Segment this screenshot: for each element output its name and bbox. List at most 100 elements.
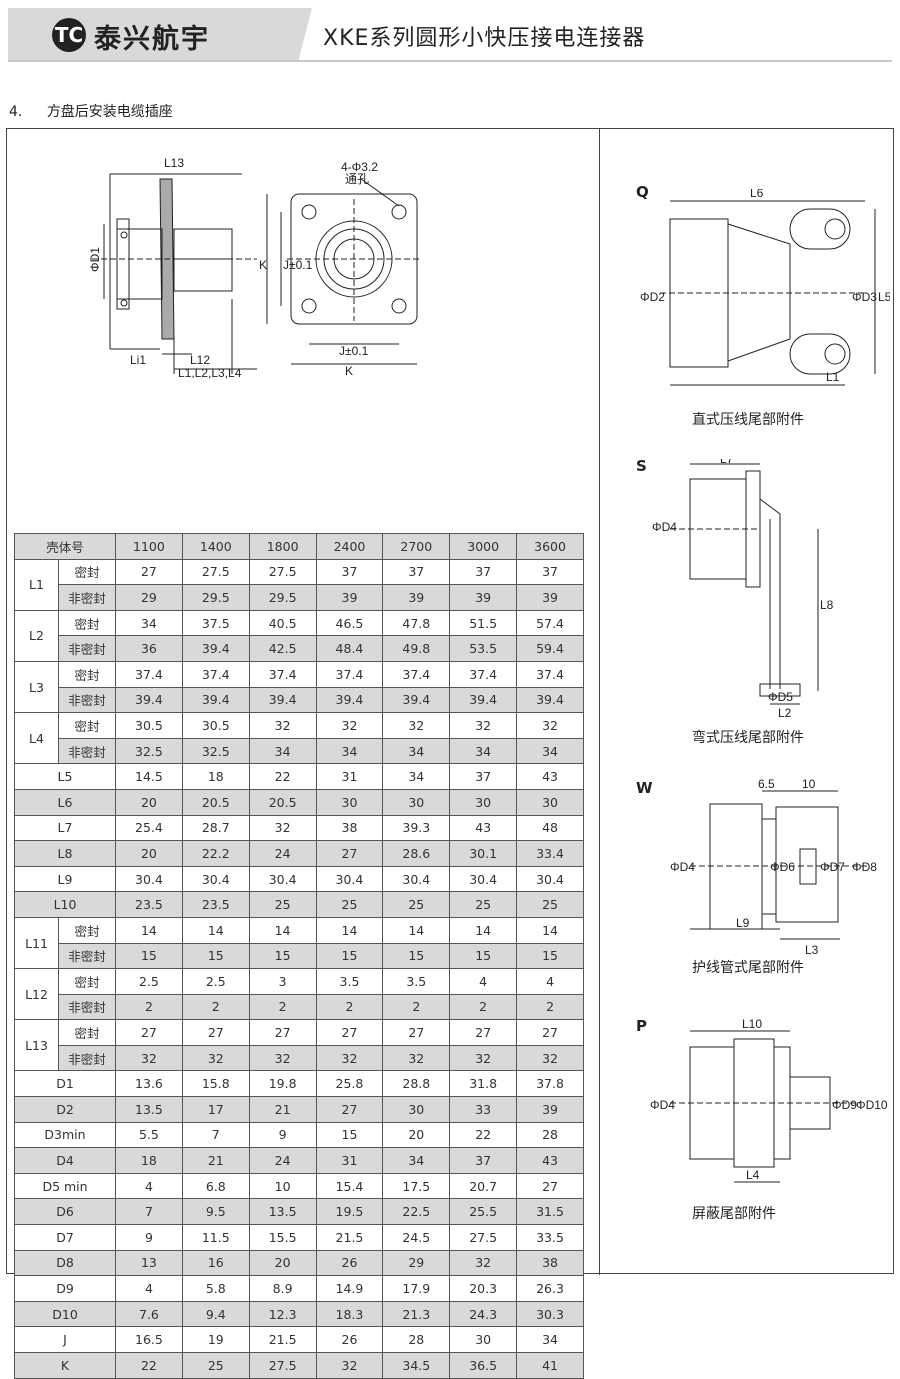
row-label: L9 — [13, 865, 117, 893]
label-d10: ΦD10 — [856, 1098, 888, 1112]
table-cell: 27 — [516, 1019, 584, 1046]
table-cell: 37.4 — [449, 660, 518, 688]
label-w-10: 10 — [802, 779, 816, 791]
table-cell: 38 — [315, 814, 384, 842]
row-group-label: L3 — [14, 660, 59, 714]
table-cell: 27.5 — [248, 1352, 317, 1379]
table-cell: 30.4 — [516, 865, 584, 893]
table-cell: 39.4 — [315, 686, 384, 714]
row-label: D4 — [13, 1147, 117, 1174]
accessory-w-letter: W — [636, 779, 653, 797]
table-cell: 27 — [449, 1019, 518, 1046]
table-cell: 32 — [115, 1044, 183, 1072]
table-cell: 27 — [115, 558, 183, 586]
label-li1: Li1 — [130, 353, 146, 367]
table-cell: 37 — [315, 558, 384, 586]
table-cell: 8.9 — [248, 1275, 317, 1302]
table-cell: 23.5 — [115, 891, 183, 918]
table-cell: 37.4 — [382, 660, 451, 688]
table-cell: 30 — [449, 1326, 518, 1353]
table-cell: 24.5 — [382, 1224, 451, 1251]
label-d6: ΦD6 — [770, 860, 795, 874]
table-cell: 13 — [115, 1249, 183, 1277]
table-cell: 18 — [115, 1147, 183, 1174]
label-l1-q: L1 — [826, 370, 840, 384]
table-cell: 13.6 — [115, 1070, 183, 1098]
table-cell: 25 — [449, 891, 518, 918]
row-group-label: L2 — [14, 609, 59, 662]
label-l12: L12 — [190, 353, 210, 367]
accessory-q-drawing: L6 ΦD2 ΦD3 L5 L1 — [640, 189, 890, 386]
table-cell: 37.5 — [181, 609, 250, 637]
table-cell: 31 — [315, 1147, 384, 1174]
table-cell: 34 — [382, 763, 451, 790]
table-cell: 20.5 — [248, 788, 317, 816]
table-cell: 28.6 — [382, 840, 451, 867]
table-cell: 41 — [516, 1352, 584, 1379]
table-cell: 14 — [382, 916, 451, 944]
table-cell: 25 — [315, 891, 384, 918]
table-cell: 15 — [449, 942, 518, 970]
table-cell: 15.5 — [248, 1224, 317, 1251]
table-cell: 33.5 — [516, 1224, 584, 1251]
table-cell: 17.9 — [382, 1275, 451, 1302]
table-cell: 39 — [516, 1096, 584, 1123]
table-cell: 38 — [516, 1249, 584, 1277]
table-cell: 30 — [382, 788, 451, 816]
table-cell: 6.8 — [181, 1172, 250, 1200]
row-label: D1 — [13, 1070, 117, 1098]
table-cell: 2.5 — [181, 968, 250, 995]
logo-glyph: TC — [54, 23, 84, 47]
table-cell: 18 — [181, 763, 250, 790]
table-cell: 14 — [449, 916, 518, 944]
table-cell: 48.4 — [315, 635, 384, 662]
table-cell: 30.3 — [516, 1300, 584, 1328]
label-l6: L6 — [750, 189, 764, 200]
table-cell: 27 — [115, 1019, 183, 1046]
table-cell: 18.3 — [315, 1300, 384, 1328]
table-cell: 32.5 — [115, 737, 183, 765]
label-holes: 4-Φ3.2 — [341, 160, 378, 174]
table-cell: 22 — [248, 763, 317, 790]
table-cell: 43 — [516, 763, 584, 790]
table-cell: 9 — [115, 1224, 183, 1251]
table-cell: 42.5 — [248, 635, 317, 662]
table-cell: 37 — [382, 558, 451, 586]
table-cell: 2 — [382, 993, 451, 1021]
table-cell: 30 — [449, 788, 518, 816]
table-cell: 26 — [315, 1326, 384, 1353]
table-cell: 29.5 — [248, 584, 317, 611]
table-cell: 14 — [315, 916, 384, 944]
accessory-p-drawing: L10 ΦD4 ΦD9 ΦD10 L4 — [650, 1017, 888, 1183]
document-title: XKE系列圆形小快压接电连接器 — [323, 26, 646, 51]
table-cell: 27 — [315, 840, 384, 867]
table-cell: 32.5 — [181, 737, 250, 765]
table-cell: 30 — [516, 788, 584, 816]
table-cell: 7 — [181, 1121, 250, 1149]
table-cell: 49.8 — [382, 635, 451, 662]
table-cell: 25.5 — [449, 1198, 518, 1226]
table-cell: 30.5 — [181, 712, 250, 739]
table-cell: 39.4 — [516, 686, 584, 714]
label-k-side: K — [259, 258, 267, 272]
table-cell: 28.7 — [181, 814, 250, 842]
header-rule — [8, 60, 892, 62]
table-cell: 3.5 — [382, 968, 451, 995]
table-cell: 37 — [449, 1147, 518, 1174]
table-cell: 30 — [382, 1096, 451, 1123]
table-cell: 4 — [115, 1275, 183, 1302]
table-cell: 21.5 — [248, 1326, 317, 1353]
table-cell: 20 — [115, 840, 183, 867]
label-l4-p: L4 — [746, 1168, 760, 1182]
table-cell: 30.4 — [382, 865, 451, 893]
